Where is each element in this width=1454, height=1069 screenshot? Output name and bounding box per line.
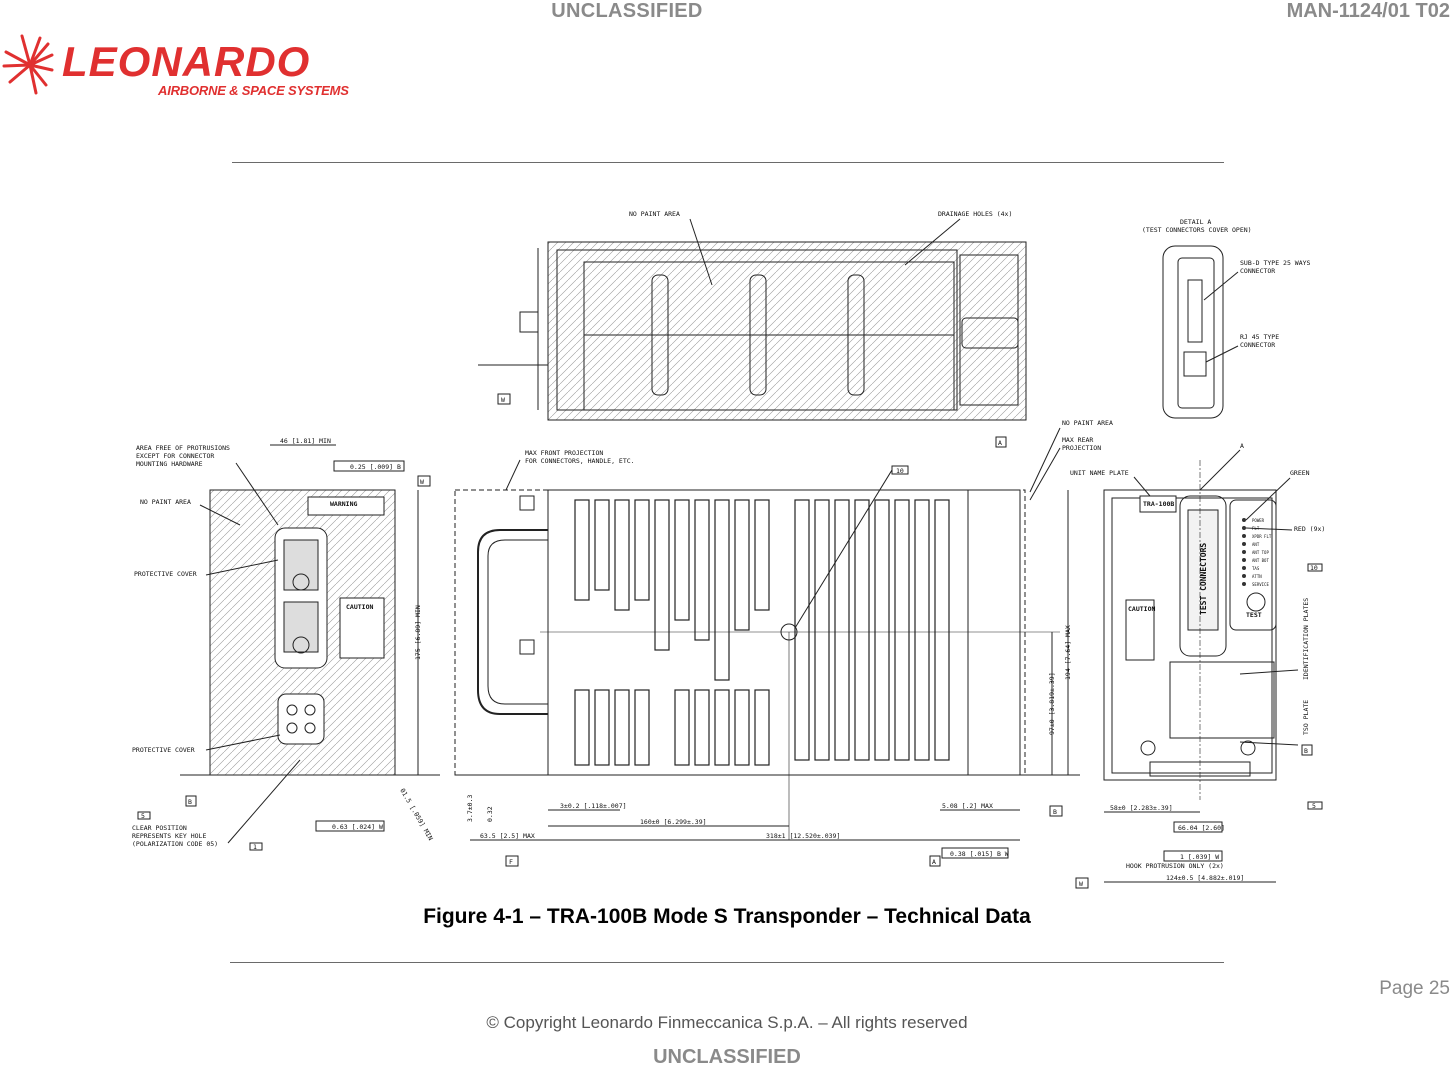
side-dim-318: 318±1 [12.520±.039] xyxy=(766,832,840,840)
front-view: CAUTION WARNING AREA FREE OF PROTRUSIONS… xyxy=(132,437,440,851)
side-dim-left-2: 0.32 xyxy=(486,806,494,822)
detail-subd-label: SUB-D TYPE 25 WAYS xyxy=(1240,259,1311,267)
led-label-1: FLT xyxy=(1252,526,1260,531)
datum-b-rear: B xyxy=(1304,747,1308,755)
datum-b-front: B xyxy=(188,798,192,806)
led-label-8: SERVICE xyxy=(1252,582,1269,587)
rear-green: GREEN xyxy=(1290,469,1310,477)
figure-caption: Figure 4-1 – TRA-100B Mode S Transponder… xyxy=(423,905,1031,928)
side-dim-508: 5.08 [.2] MAX xyxy=(942,802,993,810)
leonardo-logo xyxy=(0,30,330,100)
rear-dim-58: 58±0 [2.283±.39] xyxy=(1110,804,1173,812)
rear-tso-plate: TSO PLATE xyxy=(1302,700,1310,735)
detail-title: DETAIL A xyxy=(1180,218,1211,226)
led-label-6: TAS xyxy=(1252,566,1260,571)
rear-tol-1: 1 [.039] W xyxy=(1180,853,1219,861)
front-caution-label: CAUTION xyxy=(346,603,373,611)
datum-1-front: 1 xyxy=(253,843,257,851)
detail-rj45-label2: CONNECTOR xyxy=(1240,341,1275,349)
datum-w-top: W xyxy=(501,396,505,404)
rear-unit-name: UNIT NAME PLATE xyxy=(1070,469,1129,477)
rear-model-label: TRA-100B xyxy=(1143,500,1174,508)
side-view: MAX FRONT PROJECTION FOR CONNECTORS, HAN… xyxy=(454,419,1113,867)
copyright-notice: © Copyright Leonardo Finmeccanica S.p.A.… xyxy=(486,1013,968,1032)
detail-subtitle: (TEST CONNECTORS COVER OPEN) xyxy=(1142,226,1252,234)
front-dim-175: 175 [6.89] MIN xyxy=(414,605,422,660)
led-label-7: ATTN xyxy=(1252,574,1262,579)
detail-subd-label2: CONNECTOR xyxy=(1240,267,1275,275)
datum-f-side: F xyxy=(509,858,513,866)
front-area-free-3: MOUNTING HARDWARE xyxy=(136,460,203,468)
leonardo-starburst-icon xyxy=(2,34,54,95)
rear-test-connectors: TEST CONNECTORS xyxy=(1199,543,1208,615)
led-label-0: POWER xyxy=(1252,518,1265,523)
datum-w-front: W xyxy=(420,478,424,486)
front-clear-3: (POLARIZATION CODE 05) xyxy=(132,840,218,848)
top-drainage-label: DRAINAGE HOLES (4x) xyxy=(938,210,1012,218)
side-dim-3: 3±0.2 [.118±.007] xyxy=(560,802,627,810)
logo-subtitle: AIRBORNE & SPACE SYSTEMS xyxy=(158,83,349,98)
side-dim-160: 160±0 [6.299±.39] xyxy=(640,818,707,826)
rear-red: RED (9x) xyxy=(1294,525,1325,533)
footer-classification: UNCLASSIFIED xyxy=(653,1046,801,1068)
datum-10-side: 10 xyxy=(896,467,904,475)
side-max-front-2: FOR CONNECTORS, HANDLE, ETC. xyxy=(525,457,635,465)
side-max-rear-2: PROJECTION xyxy=(1062,444,1101,452)
datum-w-rear: W xyxy=(1079,880,1083,888)
datum-b-side: B xyxy=(1053,808,1057,816)
front-clear-2: REPRESENTS KEY HOLE xyxy=(132,832,206,840)
led-label-2: XPDR FLT xyxy=(1252,534,1272,539)
front-area-free-2: EXCEPT FOR CONNECTOR xyxy=(136,452,214,460)
logo-wordmark: LEONARDO xyxy=(62,38,311,85)
side-dim-194: 194 [7.64] MAX xyxy=(1064,625,1072,680)
top-no-paint-label: NO PAINT AREA xyxy=(629,210,680,218)
top-view: NO PAINT AREA DRAINAGE HOLES (4x) W A xyxy=(478,210,1027,448)
front-dim-15: 01.5 [.059] MIN xyxy=(398,787,434,842)
rear-test-label: TEST xyxy=(1246,611,1262,619)
technical-drawing: NO PAINT AREA DRAINAGE HOLES (4x) W A DE… xyxy=(132,210,1325,889)
led-label-3: ANT xyxy=(1252,542,1260,547)
header-classification: UNCLASSIFIED xyxy=(551,0,703,22)
header-document-id: MAN-1124/01 T02 xyxy=(1286,0,1450,22)
rear-view: TRA-100B TEST CONNECTORS TEST CAUTION UN… xyxy=(1070,442,1325,889)
rear-hook: HOOK PROTRUSION ONLY (2x) xyxy=(1126,862,1224,870)
front-dim-46: 46 [1.81] MIN xyxy=(280,437,331,445)
side-max-rear-1: MAX REAR xyxy=(1062,436,1093,444)
rear-dim-66: 66.04 [2.60] xyxy=(1178,824,1225,832)
detail-a-view: DETAIL A (TEST CONNECTORS COVER OPEN) SU… xyxy=(1142,218,1311,419)
led-label-5: ANT BOT xyxy=(1252,558,1269,563)
side-dim-97: 97±0 [3.819±.39] xyxy=(1048,672,1056,735)
datum-10-rear: 10 xyxy=(1310,564,1318,572)
front-tol-063: 0.63 [.024] W xyxy=(332,823,383,831)
rear-a-label: A xyxy=(1240,442,1244,450)
side-tol-038: 0.38 [.015] B W xyxy=(950,850,1009,858)
rear-caution-label: CAUTION xyxy=(1128,605,1155,613)
front-protective-cover-1: PROTECTIVE COVER xyxy=(134,570,197,578)
led-label-4: ANT TOP xyxy=(1252,550,1269,555)
front-clear-1: CLEAR POSITION xyxy=(132,824,187,832)
header-rule xyxy=(232,162,1224,163)
front-area-free-1: AREA FREE OF PROTRUSIONS xyxy=(136,444,230,452)
side-no-paint: NO PAINT AREA xyxy=(1062,419,1113,427)
datum-5-front: 5 xyxy=(141,812,145,820)
footer-rule xyxy=(230,962,1224,963)
detail-rj45-label: RJ 45 TYPE xyxy=(1240,333,1279,341)
front-tol-025: 0.25 [.009] B xyxy=(350,463,401,471)
datum-5-rear: 5 xyxy=(1312,802,1316,810)
side-max-front-1: MAX FRONT PROJECTION xyxy=(525,449,603,457)
front-no-paint-label: NO PAINT AREA xyxy=(140,498,191,506)
rear-dim-124: 124±0.5 [4.882±.019] xyxy=(1166,874,1244,882)
side-dim-left-1: 3.7±0.3 xyxy=(466,795,474,822)
rear-ident-plates: IDENTIFICATION PLATES xyxy=(1302,598,1310,680)
datum-a-side: A xyxy=(932,858,936,866)
side-dim-635: 63.5 [2.5] MAX xyxy=(480,832,535,840)
front-protective-cover-2: PROTECTIVE COVER xyxy=(132,746,195,754)
page-number: Page 25 xyxy=(1379,978,1450,999)
front-warning-label: WARNING xyxy=(330,500,357,508)
datum-a-top: A xyxy=(998,439,1002,447)
